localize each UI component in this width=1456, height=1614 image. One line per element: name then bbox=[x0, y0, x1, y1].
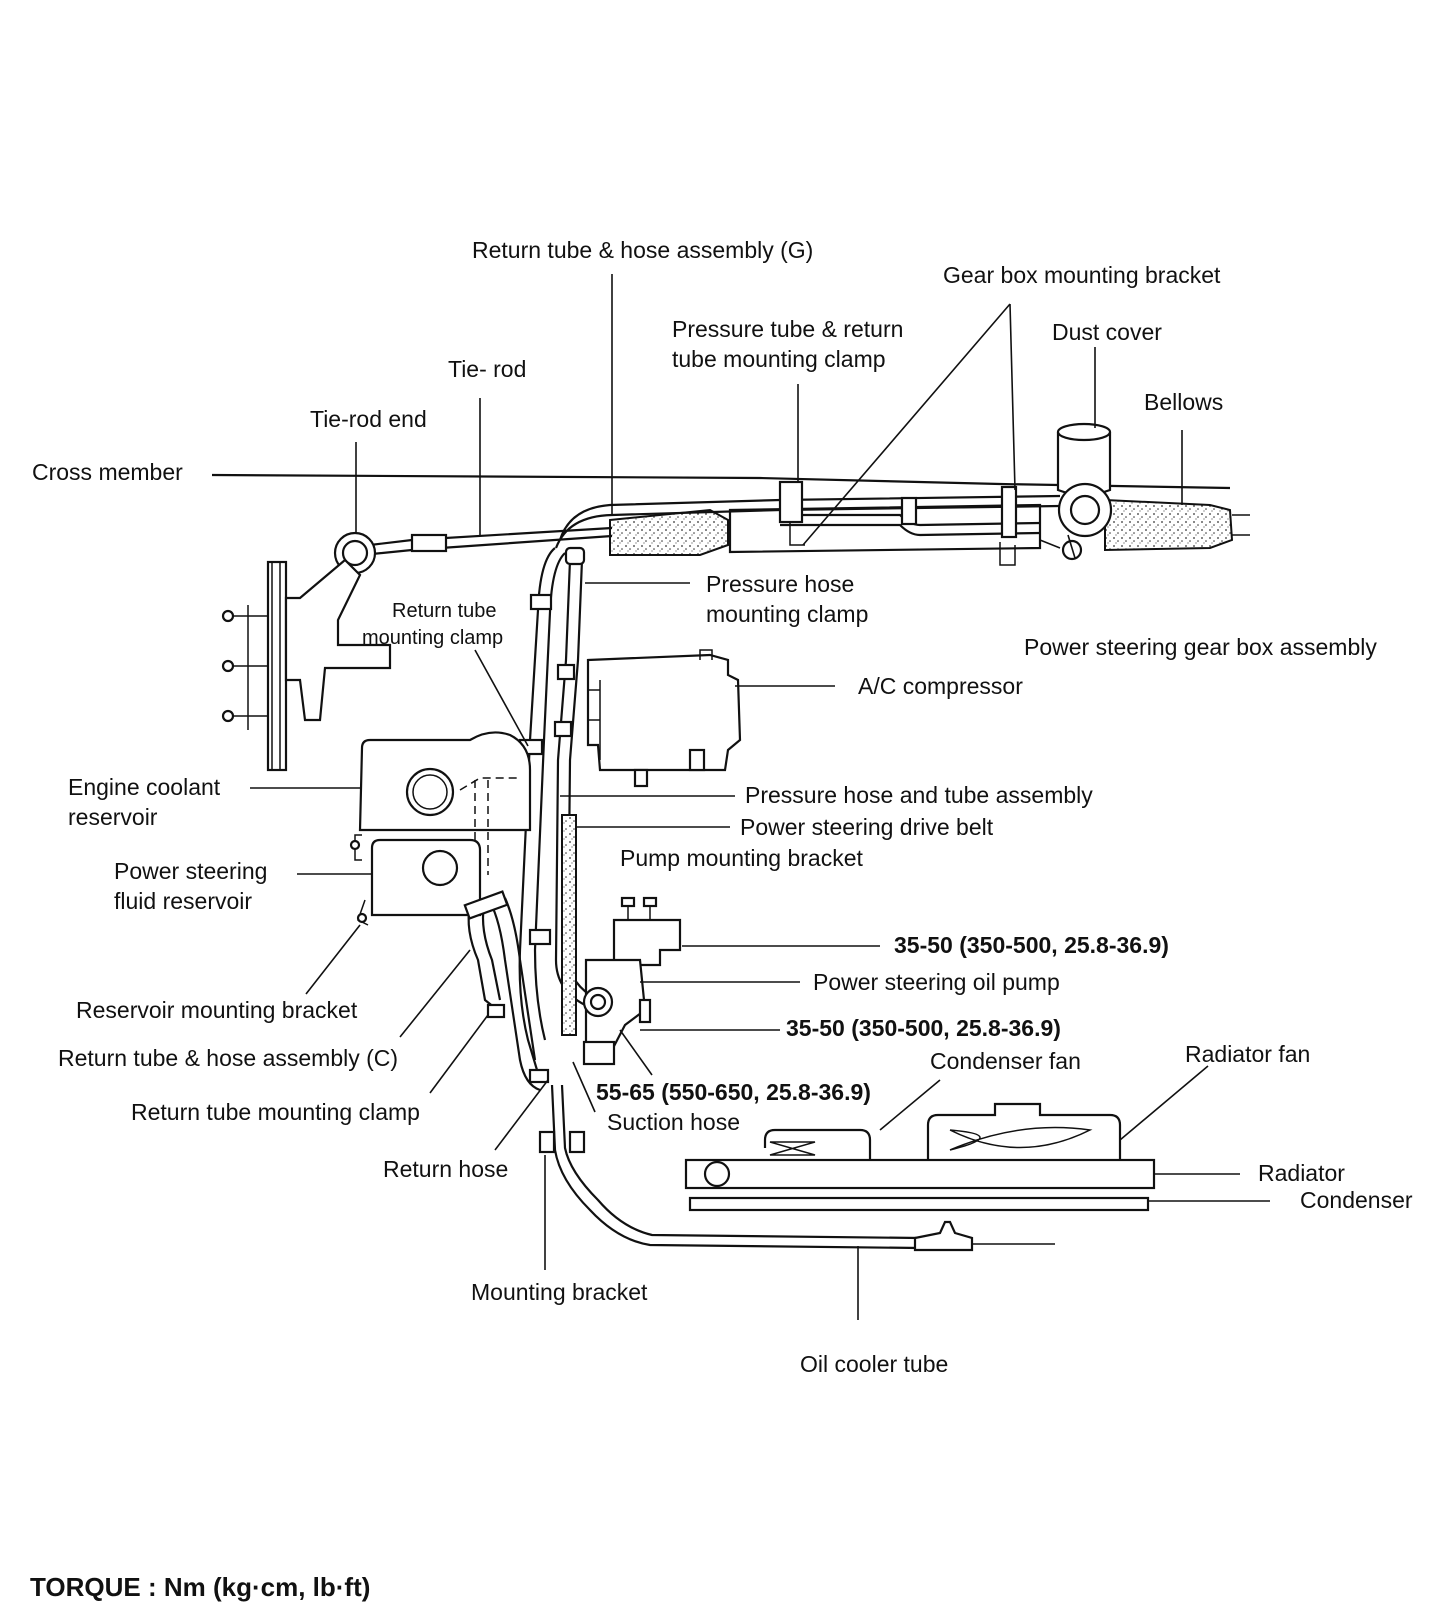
label-pressure-hose-clamp-line2: mounting clamp bbox=[706, 601, 868, 627]
cross-member-line bbox=[211, 473, 1231, 490]
label-reservoir-mounting-bracket: Reservoir mounting bracket bbox=[76, 997, 358, 1023]
torque-units-footer: TORQUE : Nm (kg·cm, lb·ft) bbox=[30, 1572, 370, 1602]
label-gear-box-mounting-bracket: Gear box mounting bracket bbox=[943, 262, 1221, 288]
label-return-tube-clamp-upper-line1: Return tube bbox=[392, 600, 497, 622]
label-suction-hose: Suction hose bbox=[607, 1109, 740, 1135]
return-tube-c bbox=[463, 890, 550, 1092]
label-ps-oil-pump: Power steering oil pump bbox=[813, 969, 1060, 995]
labels: Return tube & hose assembly (G) Gear box… bbox=[32, 237, 1413, 1377]
label-condenser-fan: Condenser fan bbox=[930, 1048, 1081, 1074]
label-condenser: Condenser bbox=[1300, 1187, 1413, 1213]
knuckle-and-disc bbox=[221, 558, 392, 772]
label-ps-gear-box-assembly: Power steering gear box assembly bbox=[1024, 634, 1377, 660]
label-return-tube-hose-c: Return tube & hose assembly (C) bbox=[58, 1045, 398, 1071]
leader-lines bbox=[250, 274, 1270, 1320]
label-ps-fluid-reservoir-line2: fluid reservoir bbox=[114, 888, 252, 914]
label-tie-rod: Tie- rod bbox=[448, 356, 526, 382]
label-torque-2: 35-50 (350-500, 25.8-36.9) bbox=[786, 1015, 1061, 1041]
label-return-tube-clamp-lower: Return tube mounting clamp bbox=[131, 1099, 420, 1125]
label-engine-coolant-line2: reservoir bbox=[68, 804, 158, 830]
label-mounting-bracket: Mounting bracket bbox=[471, 1279, 648, 1305]
return-tube-g bbox=[518, 547, 556, 1081]
label-pump-mounting-bracket: Pump mounting bracket bbox=[620, 845, 864, 871]
ps-fluid-reservoir-part bbox=[349, 834, 482, 926]
label-dust-cover: Dust cover bbox=[1052, 319, 1162, 345]
label-pressure-return-clamp-line2: tube mounting clamp bbox=[672, 346, 886, 372]
label-tie-rod-end: Tie-rod end bbox=[310, 406, 427, 432]
label-ps-fluid-reservoir-line1: Power steering bbox=[114, 858, 267, 884]
oil-cooler-tube-part bbox=[538, 1084, 1055, 1252]
ac-compressor-part bbox=[586, 649, 742, 788]
label-engine-coolant-line1: Engine coolant bbox=[68, 774, 221, 800]
label-torque-3: 55-65 (550-650, 25.8-36.9) bbox=[596, 1079, 871, 1105]
radiator-assembly bbox=[684, 1102, 1156, 1212]
label-cross-member: Cross member bbox=[32, 459, 183, 485]
label-bellows: Bellows bbox=[1144, 389, 1223, 415]
label-torque-1: 35-50 (350-500, 25.8-36.9) bbox=[894, 932, 1169, 958]
pressure-hose-tube bbox=[554, 559, 601, 1012]
drive-belt bbox=[561, 814, 577, 1036]
oil-pump-part bbox=[582, 896, 682, 1066]
label-pressure-hose-clamp-line1: Pressure hose bbox=[706, 571, 854, 597]
label-return-tube-clamp-upper-line2: mounting clamp bbox=[362, 627, 503, 649]
label-return-hose: Return hose bbox=[383, 1156, 508, 1182]
label-oil-cooler-tube: Oil cooler tube bbox=[800, 1351, 948, 1377]
label-ps-drive-belt: Power steering drive belt bbox=[740, 814, 994, 840]
drawing bbox=[211, 422, 1250, 1252]
label-pressure-return-clamp-line1: Pressure tube & return bbox=[672, 316, 903, 342]
label-return-tube-hose-g: Return tube & hose assembly (G) bbox=[472, 237, 813, 263]
label-radiator: Radiator bbox=[1258, 1160, 1345, 1186]
coolant-reservoir-part bbox=[358, 731, 532, 875]
label-pressure-hose-tube-assembly: Pressure hose and tube assembly bbox=[745, 782, 1093, 808]
label-radiator-fan: Radiator fan bbox=[1185, 1041, 1310, 1067]
label-ac-compressor: A/C compressor bbox=[858, 673, 1023, 699]
